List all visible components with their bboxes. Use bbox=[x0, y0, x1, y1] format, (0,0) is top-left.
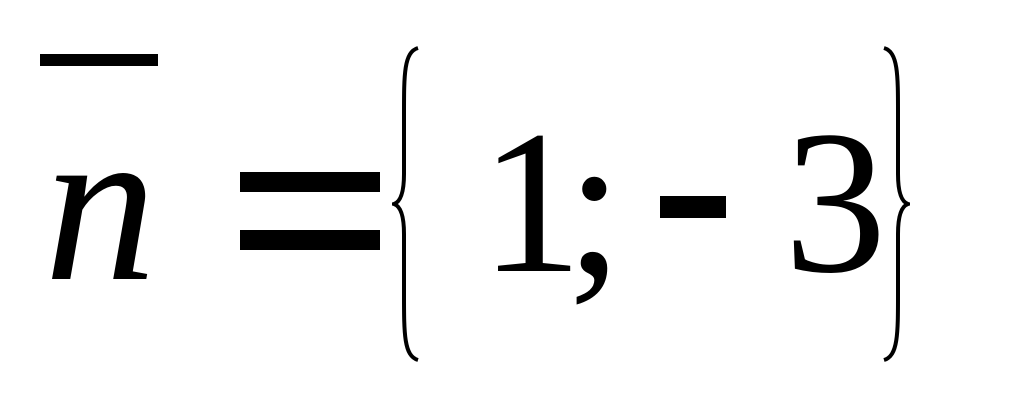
component-second: 3 bbox=[784, 89, 887, 316]
minus-sign bbox=[660, 196, 726, 218]
left-brace-icon bbox=[392, 46, 419, 362]
vector-overbar bbox=[40, 54, 158, 66]
component-first: 1 bbox=[480, 89, 583, 316]
vector-variable: n bbox=[44, 78, 157, 328]
component-separator: ; bbox=[566, 91, 623, 318]
equals-sign-bottom bbox=[240, 230, 380, 250]
right-brace-icon bbox=[883, 46, 910, 362]
equals-sign-top bbox=[240, 172, 380, 192]
